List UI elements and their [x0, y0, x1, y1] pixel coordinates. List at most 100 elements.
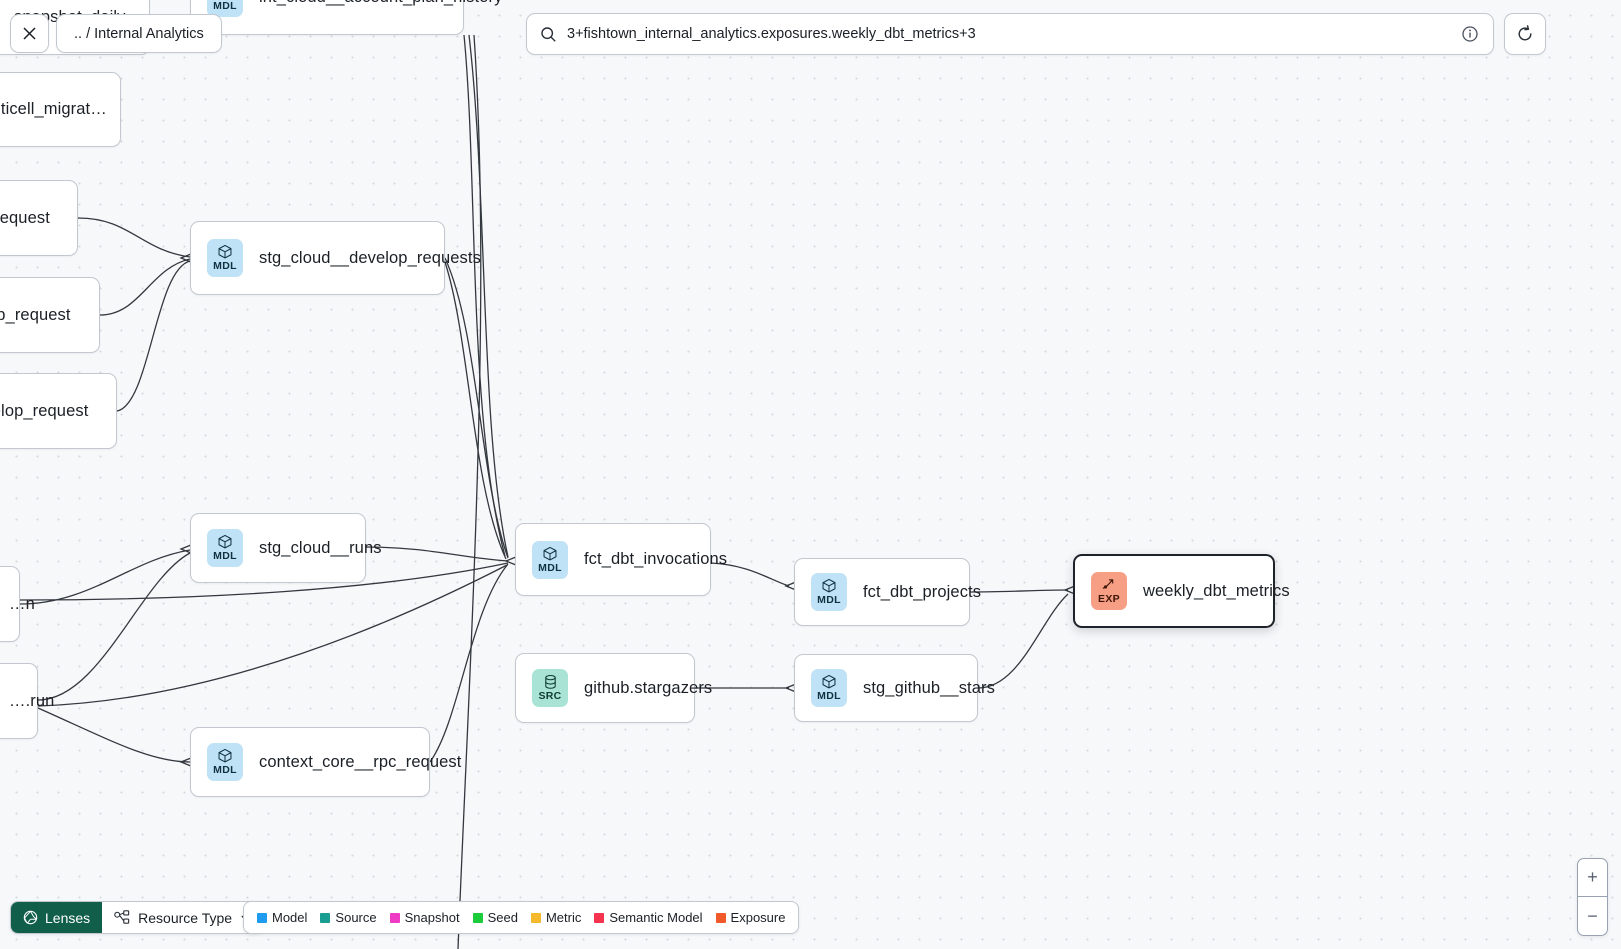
graph-node[interactable]: MDL…p_request	[0, 180, 78, 256]
node-label: stg_cloud__develop_requests	[259, 248, 481, 267]
node-type-label: EXP	[1098, 593, 1120, 606]
graph-node[interactable]: MDL stg_cloud__develop_requests	[190, 221, 481, 295]
zoom-out-button[interactable]: −	[1578, 897, 1607, 935]
resource-type-label: Resource Type	[138, 909, 233, 926]
node-label: weekly_dbt_metrics	[1143, 581, 1290, 600]
zoom-in-label: +	[1587, 867, 1598, 887]
node-label: …_develop_request	[0, 401, 89, 420]
cube-icon	[218, 749, 232, 763]
legend-swatch	[594, 912, 605, 923]
graph-node[interactable]: MDL stg_cloud__runs	[190, 513, 381, 583]
node-label: fct_dbt_invocations	[584, 550, 728, 568]
lens-toolbar: Lenses Resource Type	[10, 901, 266, 934]
zoom-in-button[interactable]: +	[1578, 859, 1607, 897]
node-type-badge-mdl: MDL	[532, 540, 568, 579]
legend-item[interactable]: Seed	[472, 910, 518, 925]
node-label: context_core__rpc_request	[259, 752, 462, 771]
legend-item[interactable]: Snapshot	[389, 910, 460, 925]
node-type-badge-mdl: MDL	[811, 573, 847, 611]
node-type-badge-exp: EXP	[1091, 572, 1127, 610]
node-type-label: MDL	[213, 764, 237, 777]
legend-label: Seed	[487, 910, 518, 925]
graph-node[interactable]: SRC github.stargazers	[515, 653, 712, 723]
legend-swatch	[320, 912, 331, 923]
search-icon	[541, 26, 556, 42]
graph-node[interactable]: MDL….run	[0, 663, 54, 739]
node-type-badge-mdl: MDL	[207, 743, 243, 781]
lenses-button[interactable]: Lenses	[11, 902, 103, 933]
legend-item[interactable]: Semantic Model	[594, 910, 703, 925]
legend-item[interactable]: Model	[257, 910, 307, 925]
node-type-badge-mdl: MDL	[207, 0, 243, 17]
node-label: github.stargazers	[584, 678, 713, 697]
legend-label: Semantic Model	[609, 910, 703, 925]
legend-label: Exposure	[730, 910, 786, 925]
cube-icon	[218, 245, 232, 259]
graph-node[interactable]: MDLmulticell_migrat…	[0, 72, 121, 147]
graph-node[interactable]: MDL int_cloud__account_plan_history	[190, 0, 502, 35]
aperture-icon	[23, 910, 38, 925]
search-input[interactable]: 3+fishtown_internal_analytics.exposures.…	[567, 26, 976, 42]
breadcrumb-label: .. / Internal Analytics	[74, 25, 204, 42]
legend-label: Source	[335, 910, 377, 925]
graph-node[interactable]: MDL fct_dbt_projects	[794, 558, 981, 626]
refresh-button[interactable]	[1504, 13, 1546, 55]
legend-item[interactable]: Exposure	[715, 910, 786, 925]
node-label: stg_cloud__runs	[259, 538, 382, 557]
node-label: …velop_request	[0, 305, 71, 324]
legend-swatch	[530, 912, 541, 923]
resource-type-legend: Model Source Snapshot Seed Metric Semantic Mo…	[243, 901, 800, 934]
graph-node[interactable]: MDL context_core__rpc_request	[190, 727, 461, 797]
legend-label: Metric	[545, 910, 582, 925]
legend-label: Model	[272, 910, 308, 925]
node-label: …n	[9, 594, 35, 613]
node-type-label: SRC	[538, 690, 562, 703]
close-icon	[23, 27, 36, 40]
graph-node[interactable]: MDL…_develop_request	[0, 373, 117, 449]
lenses-label: Lenses	[45, 909, 91, 926]
node-label: multicell_migrat…	[0, 100, 107, 118]
node-label: int_cloud__account_plan_history	[259, 0, 502, 7]
node-type-label: MDL	[213, 0, 237, 12]
zoom-out-label: −	[1587, 905, 1598, 926]
node-label: …p_request	[0, 208, 50, 227]
graph-node[interactable]: MDL fct_dbt_invocations	[515, 523, 727, 596]
node-type-label: MDL	[213, 260, 237, 273]
node-type-label: MDL	[538, 561, 562, 574]
node-type-label: MDL	[817, 594, 841, 607]
graph-node[interactable]: EXP weekly_dbt_metrics	[1073, 554, 1290, 628]
cube-icon	[822, 675, 836, 689]
graph-node[interactable]: MDL…n	[0, 566, 35, 642]
cube-icon	[543, 546, 557, 561]
cube-icon	[822, 579, 836, 593]
cube-icon	[218, 535, 232, 549]
legend-swatch	[472, 912, 483, 923]
nodes-icon	[114, 910, 130, 924]
legend-item[interactable]: Source	[320, 910, 377, 925]
graph-node[interactable]: MDL…velop_request	[0, 277, 100, 353]
close-button[interactable]	[10, 14, 49, 53]
trend-icon	[1102, 579, 1114, 590]
refresh-icon	[1518, 25, 1532, 41]
node-type-label: MDL	[213, 550, 237, 563]
legend-item[interactable]: Metric	[530, 910, 582, 925]
legend-label: Snapshot	[404, 910, 460, 925]
legend-swatch	[389, 912, 400, 923]
node-type-badge-mdl: MDL	[811, 669, 847, 707]
breadcrumb[interactable]: .. / Internal Analytics	[56, 14, 222, 53]
node-label: fct_dbt_projects	[863, 582, 982, 601]
database-icon	[544, 675, 556, 690]
legend-swatch	[715, 912, 726, 923]
node-type-label: MDL	[817, 690, 841, 703]
node-type-badge-src: SRC	[532, 669, 568, 707]
legend-swatch	[257, 912, 267, 923]
info-icon[interactable]	[1461, 25, 1479, 43]
search-bar[interactable]: 3+fishtown_internal_analytics.exposures.…	[526, 13, 1494, 55]
zoom-controls: + −	[1577, 858, 1608, 936]
node-type-badge-mdl: MDL	[207, 239, 243, 277]
resource-type-dropdown[interactable]: Resource Type	[102, 902, 265, 933]
node-label: ….run	[9, 691, 55, 710]
